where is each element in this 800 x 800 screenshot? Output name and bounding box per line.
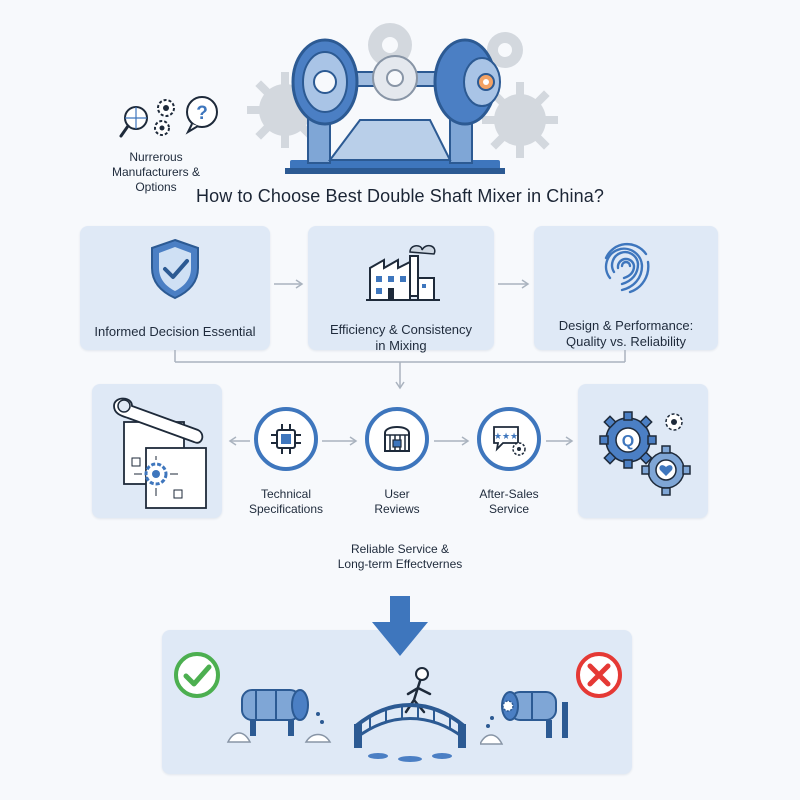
svg-text:Q: Q — [622, 433, 634, 450]
manufacturers-label: Nurrerous Manufacturers & Options — [86, 150, 226, 195]
review-bubble-icon: ★★★ — [493, 426, 526, 456]
technical-specifications-label: Technical Specifications — [236, 487, 336, 517]
card-label-efficiency: Efficiency & Consistency in Mixing — [308, 322, 494, 354]
after-sales-service-step: ★★★ — [477, 407, 541, 471]
svg-text:?: ? — [196, 103, 208, 124]
close-icon — [576, 652, 622, 698]
efficiency-line-1: Efficiency & Consistency — [329, 322, 473, 337]
shield-check-icon — [151, 238, 199, 300]
down-arrow-icon — [372, 596, 428, 656]
top-row-connectors — [174, 279, 626, 390]
after-sales-label: After-Sales Service — [459, 487, 559, 517]
page-title: How to Choose Best Double Shaft Mixer in… — [196, 186, 604, 206]
check-icon — [174, 652, 220, 698]
card-efficiency-consistency: Efficiency & Consistency in Mixing — [308, 226, 494, 353]
double-shaft-mixer-illustration — [247, 23, 558, 174]
card-label-informed-decision: Informed Decision Essential — [94, 324, 256, 339]
factory-icon — [366, 244, 440, 301]
working-mixer-icon — [226, 689, 332, 743]
reliable-service-label: Reliable Service & Long-term Effectverne… — [300, 542, 500, 572]
shopping-cart-icon — [384, 426, 410, 452]
middle-row-connectors — [228, 436, 574, 446]
gear-heart-icon: Q — [599, 411, 691, 496]
chip-icon — [271, 424, 301, 454]
fingerprint-icon — [604, 242, 650, 294]
search-gear-question-icon: ? — [119, 96, 218, 138]
blueprint-gear-icon — [113, 397, 207, 509]
manufacturers-line-1: Nurrerous — [129, 150, 183, 164]
efficiency-line-2: in Mixing — [375, 338, 427, 353]
gear-heart-card: Q — [578, 384, 708, 518]
user-reviews-label: User Reviews — [347, 487, 447, 517]
design-line-1: Design & Performance: — [558, 318, 694, 333]
technical-specifications-step — [254, 407, 318, 471]
manufacturers-line-3: Options — [135, 180, 177, 194]
svg-text:★★★: ★★★ — [494, 432, 518, 442]
manufacturers-line-2: Manufacturers & — [111, 165, 201, 179]
design-line-2: Quality vs. Reliability — [566, 334, 686, 349]
after-sales-line-1: After-Sales — [479, 487, 539, 501]
reviews-line-2: Reviews — [374, 502, 420, 516]
service-line-1: Reliable Service & — [350, 542, 450, 556]
after-sales-line-2: Service — [488, 502, 529, 516]
user-reviews-step — [365, 407, 429, 471]
tech-line-2: Specifications — [248, 502, 324, 516]
blueprint-card — [92, 384, 222, 518]
card-label-design: Design & Performance: Quality vs. Reliab… — [534, 318, 718, 350]
service-line-2: Long-term Effectvernes — [337, 557, 463, 571]
reviews-line-1: User — [384, 487, 410, 501]
card-design-performance: Design & Performance: Quality vs. Reliab… — [534, 226, 718, 350]
card-informed-decision: Informed Decision Essential — [80, 226, 270, 350]
tech-line-1: Technical — [260, 487, 312, 501]
bridge-walker-icon — [354, 667, 466, 762]
broken-mixer-icon — [480, 691, 568, 745]
